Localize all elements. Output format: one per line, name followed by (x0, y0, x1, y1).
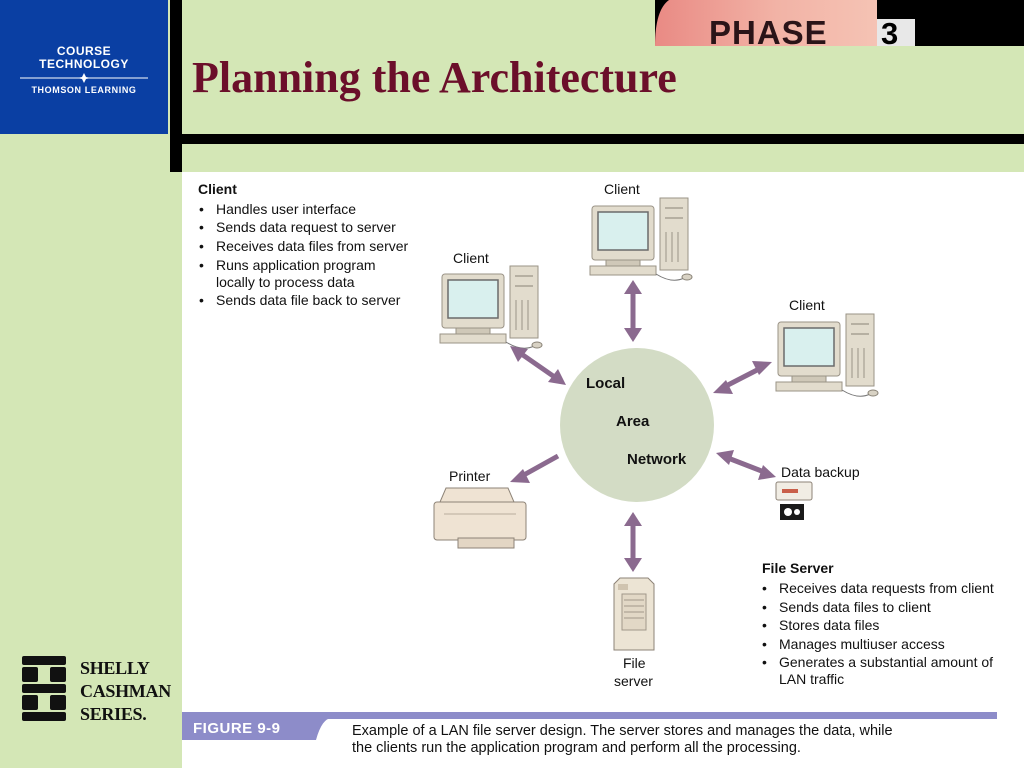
printer-graphic (433, 487, 527, 549)
arrow-lan-printer (510, 453, 560, 483)
series-logo-series: SERIES. (80, 704, 147, 724)
client-bullet: Handles user interface (199, 201, 356, 217)
phase-number: 3 (877, 16, 915, 51)
file-server-heading: File Server (762, 560, 834, 576)
phase-label: PHASE (709, 14, 828, 51)
client-bullet-continuation: locally to process data (216, 274, 355, 290)
phase-banner: PHASE 3 (655, 0, 1024, 51)
lan-label-area: Area (616, 413, 650, 430)
series-logo-cashman: CASHMAN (80, 681, 171, 701)
course-technology-logo: COURSE TECHNOLOGY THOMSON LEARNING (0, 0, 168, 134)
arrow-lan-client-top (624, 280, 642, 342)
file-server-bullet: Sends data files to client (762, 599, 931, 615)
shelly-cashman-series-icon (22, 656, 66, 721)
data-backup-graphic (775, 481, 813, 520)
file-server-bullet: Generates a substantial amount of (762, 654, 993, 670)
arrow-lan-file-server (624, 512, 642, 572)
figure-caption-line1: Example of a LAN file server design. The… (352, 723, 893, 739)
file-server-bullet-continuation: LAN traffic (779, 671, 845, 687)
lan-label-network: Network (627, 451, 687, 468)
client-heading: Client (198, 181, 237, 197)
logo-star-icon (20, 73, 148, 83)
client-computer-left (439, 265, 543, 349)
figure-tab (182, 718, 332, 740)
client-bullet: Runs application program (199, 257, 375, 273)
data-backup-label: Data backup (781, 464, 860, 480)
arrow-lan-data-backup (716, 450, 776, 480)
file-server-label-line1: File (623, 655, 646, 671)
arrow-lan-client-left (510, 346, 566, 385)
file-server-bullet: Receives data requests from client (762, 580, 994, 596)
client-computer-top (589, 197, 693, 281)
caption-bar (182, 712, 997, 719)
logo-text-thomson: THOMSON LEARNING (31, 85, 137, 95)
arrow-lan-client-right (713, 361, 772, 394)
printer-label: Printer (449, 468, 491, 484)
client-bullet: Receives data files from server (199, 238, 408, 254)
client-bullet: Sends data file back to server (199, 292, 400, 308)
logo-text-technology: TECHNOLOGY (39, 57, 129, 71)
file-server-bullet: Manages multiuser access (762, 636, 945, 652)
series-logo-shelly: SHELLY (80, 658, 150, 678)
file-server-bullet: Stores data files (762, 617, 879, 633)
lan-circle (560, 348, 714, 502)
client-computer-right (775, 313, 879, 397)
logo-text-course: COURSE (56, 44, 112, 58)
figure-label: FIGURE 9-9 (193, 720, 281, 737)
client-left-label: Client (453, 250, 489, 266)
file-server-graphic (613, 577, 655, 651)
client-bullet: Sends data request to server (199, 219, 396, 235)
lan-label-local: Local (586, 375, 626, 392)
figure-caption-line2: the clients run the application program … (352, 740, 801, 756)
vertical-divider (170, 0, 182, 172)
page-title: Planning the Architecture (192, 53, 677, 102)
file-server-label-line2: server (614, 673, 653, 689)
client-right-label: Client (789, 297, 825, 313)
phase-number-text: 3 (881, 16, 899, 51)
horizontal-divider (170, 134, 1024, 144)
client-top-label: Client (604, 181, 640, 197)
